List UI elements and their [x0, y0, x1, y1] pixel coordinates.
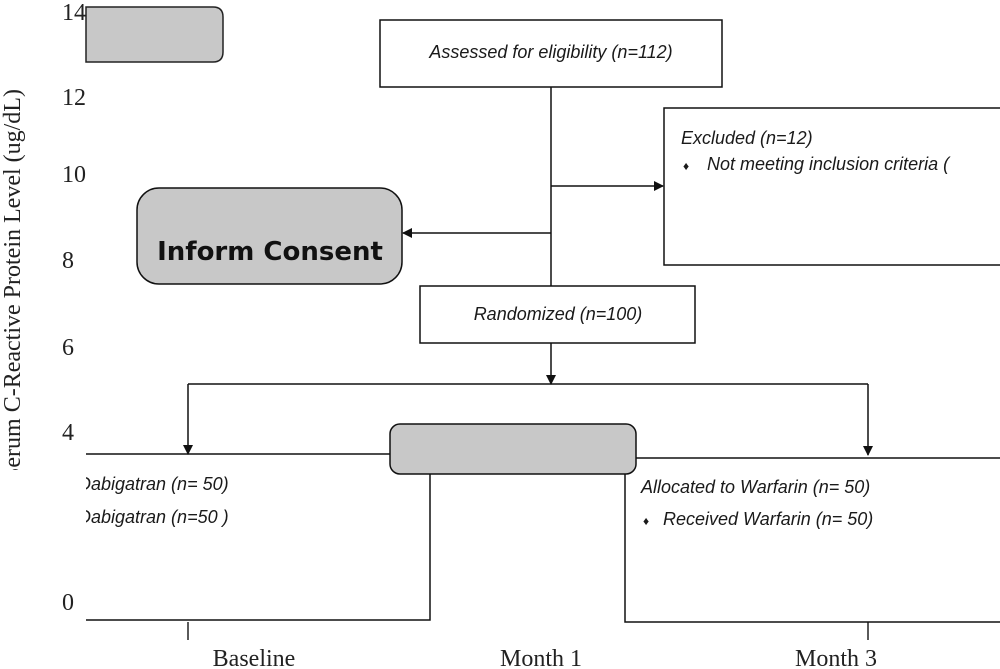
- y-tick-label: 10: [62, 162, 86, 188]
- randomized-box: [419, 285, 696, 344]
- left-line-1: Dabigatran (n= 50): [78, 474, 229, 494]
- randomized-text: Randomized (n=100): [474, 304, 643, 324]
- assessed-text: Assessed for eligibility (n=112): [428, 42, 672, 62]
- left-line-2: Dabigatran (n=50 ): [78, 507, 229, 527]
- y-tick-label: 8: [62, 248, 74, 274]
- assessed-box: [379, 19, 723, 88]
- right-line-1: Allocated to Warfarin (n= 50): [640, 477, 870, 497]
- y-tick-label: 14: [62, 0, 86, 26]
- center-gray-box: [389, 423, 637, 475]
- x-tick-label: Baseline: [213, 646, 296, 669]
- excluded-box: [663, 107, 1000, 266]
- bullet-icon: ♦: [683, 159, 689, 173]
- top-left-gray-box: [85, 6, 224, 63]
- consent-text: Inform Consent: [157, 237, 383, 267]
- y-tick-label: 6: [62, 335, 74, 361]
- y-tick-label: 12: [62, 85, 86, 111]
- y-tick-label: 0: [62, 590, 74, 616]
- x-tick-label: Month 3: [795, 646, 877, 669]
- bullet-icon: ♦: [643, 514, 649, 528]
- excluded-item: Not meeting inclusion criteria (: [707, 154, 951, 174]
- y-tick-label: 4: [62, 420, 74, 446]
- excluded-title: Excluded (n=12): [681, 128, 813, 148]
- right-line-2: Received Warfarin (n= 50): [663, 509, 873, 529]
- x-tick-label: Month 1: [500, 646, 582, 669]
- right-allocation-box: [624, 457, 1000, 623]
- y-axis-label: Serum C-Reactive Protein Level (ug/dL): [0, 89, 26, 481]
- left-edge-mask: [0, 470, 85, 540]
- consent-box: [136, 187, 403, 285]
- left-allocation-box: [86, 453, 431, 621]
